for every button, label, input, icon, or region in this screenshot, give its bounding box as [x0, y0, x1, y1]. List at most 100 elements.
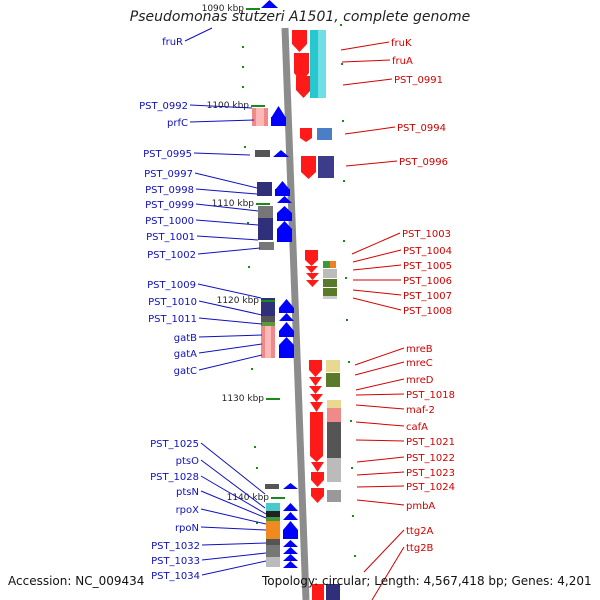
- gene-label-PST_1033[interactable]: PST_1033: [151, 552, 267, 567]
- arrow-top-blue: [261, 0, 278, 8]
- gene-label-PST_1002[interactable]: PST_1002: [147, 247, 261, 261]
- gene-label-PST_1001[interactable]: PST_1001: [146, 232, 259, 243]
- feature-PST_0997: [257, 182, 272, 196]
- genome-backbone: [281, 27, 310, 600]
- gene-name: PST_1033: [151, 556, 200, 567]
- gene-name: PST_1007: [403, 291, 452, 302]
- gene-name: gatC: [174, 366, 197, 377]
- gene-name: PST_0994: [397, 123, 446, 134]
- gene-label-PST_1024[interactable]: PST_1024: [356, 482, 455, 493]
- gene-label-PST_1004[interactable]: PST_1004: [352, 246, 452, 263]
- feature-PST_1003: [305, 250, 318, 260]
- gene-label-mreB[interactable]: mreB: [354, 344, 433, 366]
- gene-label-PST_1018[interactable]: PST_1018: [355, 390, 455, 401]
- gene-name: PST_1018: [406, 390, 455, 401]
- right-gene-labels: fruK fruA PST_0991PST_0994PST_0996PST_1003…: [340, 38, 455, 600]
- gene-name: PST_1032: [151, 541, 200, 552]
- gene-name: PST_1005: [403, 261, 452, 272]
- gene-label-ptsN[interactable]: ptsN: [176, 487, 267, 519]
- gene-name: PST_1006: [403, 276, 452, 287]
- gene-label-PST_1006[interactable]: PST_1006: [353, 276, 452, 287]
- gene-name: mreD: [406, 375, 434, 386]
- gene-label-gatC[interactable]: gatC: [174, 354, 263, 377]
- gene-label-PST_0991[interactable]: PST_0991: [342, 75, 443, 86]
- gene-name: PST_1022: [406, 453, 455, 464]
- gene-name: PST_1021: [406, 437, 455, 448]
- gene-name: PST_1000: [145, 216, 194, 227]
- gene-label-ptsO[interactable]: ptsO: [176, 456, 266, 509]
- gene-label-PST_1023[interactable]: PST_1023: [356, 468, 455, 479]
- gene-label-PST_0997[interactable]: PST_0997: [144, 169, 258, 189]
- gene-label-cafA[interactable]: cafA: [355, 421, 428, 433]
- gene-label-PST_1025[interactable]: PST_1025: [150, 439, 266, 495]
- gene-label-rpoN[interactable]: rpoN: [175, 523, 267, 534]
- gene-label-fruK[interactable]: fruK: [340, 38, 412, 51]
- gene-label-PST_0994[interactable]: PST_0994: [344, 123, 446, 135]
- gene-label-fruA[interactable]: fruA: [341, 56, 413, 67]
- gene-label-rpoX[interactable]: rpoX: [176, 505, 267, 525]
- feature-ttg2A: [312, 584, 324, 600]
- gene-label-ttg2B[interactable]: ttg2B: [371, 543, 434, 600]
- gene-label-prfC[interactable]: prfC: [167, 118, 255, 129]
- feature-rpoN: [266, 521, 280, 539]
- genome-title: Pseudomonas stutzeri A1501, complete gen…: [129, 9, 471, 25]
- gene-label-PST_1022[interactable]: PST_1022: [356, 453, 455, 464]
- arrow-fruK: [292, 44, 307, 52]
- gene-name: PST_0991: [394, 75, 443, 86]
- gene-label-maf-2[interactable]: maf-2: [355, 404, 435, 416]
- gene-name: PST_1011: [148, 314, 197, 325]
- tick-label: 1140 kbp: [227, 493, 270, 503]
- arrow-PST_0995: [273, 150, 289, 157]
- gene-label-ttg2A[interactable]: ttg2A: [363, 526, 434, 573]
- gene-label-PST_1009[interactable]: PST_1009: [147, 280, 262, 299]
- gene-label-gatA[interactable]: gatA: [174, 343, 263, 360]
- gene-label-PST_0995[interactable]: PST_0995: [143, 149, 251, 160]
- gene-label-PST_1011[interactable]: PST_1011: [148, 314, 263, 325]
- scale-tick: 1090 kbp: [202, 4, 260, 14]
- gene-label-mreD[interactable]: mreD: [355, 375, 434, 391]
- gene-name: rpoX: [176, 505, 200, 516]
- gene-label-PST_1010[interactable]: PST_1010: [148, 297, 263, 316]
- gene-label-PST_1000[interactable]: PST_1000: [145, 216, 259, 227]
- feature-PST_1000: [258, 218, 273, 240]
- gene-name: PST_0998: [145, 185, 194, 196]
- gene-label-PST_1008[interactable]: PST_1008: [352, 297, 452, 317]
- gene-label-mreC[interactable]: mreC: [354, 358, 433, 376]
- gene-name: maf-2: [406, 405, 435, 416]
- gene-label-PST_1028[interactable]: PST_1028: [150, 472, 267, 515]
- gene-name: fruK: [391, 38, 412, 49]
- gene-name: fruA: [392, 56, 413, 67]
- feature-layer: [242, 0, 356, 600]
- gene-label-PST_0992[interactable]: PST_0992: [139, 101, 253, 112]
- gene-label-PST_1005[interactable]: PST_1005: [352, 261, 452, 272]
- gene-label-gatB[interactable]: gatB: [174, 333, 263, 344]
- gene-label-fruR[interactable]: fruR: [162, 27, 213, 48]
- gene-name: gatB: [174, 333, 197, 344]
- gene-name: PST_1028: [150, 472, 199, 483]
- gene-label-PST_1034[interactable]: PST_1034: [151, 560, 267, 582]
- arrow-prfC-1: [271, 106, 286, 118]
- tick-label: 1120 kbp: [217, 296, 260, 306]
- gene-name: PST_0995: [143, 149, 192, 160]
- gene-name: ttg2A: [406, 526, 434, 537]
- gene-name: rpoN: [175, 523, 199, 534]
- gene-label-PST_1032[interactable]: PST_1032: [151, 541, 267, 552]
- gene-label-PST_0996[interactable]: PST_0996: [345, 157, 448, 168]
- gene-name: PST_1004: [403, 246, 452, 257]
- topology-text: Topology: circular; Length: 4,567,418 bp…: [262, 574, 592, 588]
- gene-label-PST_1021[interactable]: PST_1021: [355, 437, 455, 448]
- gene-name: PST_1023: [406, 468, 455, 479]
- gene-name: prfC: [167, 118, 188, 129]
- feature-PST_0996: [301, 156, 316, 172]
- gene-label-pmbA[interactable]: pmbA: [356, 499, 435, 512]
- gene-label-PST_0998[interactable]: PST_0998: [145, 185, 258, 196]
- gene-label-PST_0999[interactable]: PST_0999: [145, 200, 259, 212]
- gene-name: PST_0992: [139, 101, 188, 112]
- gene-name: PST_1010: [148, 297, 197, 308]
- scale-tick: 1100 kbp: [207, 101, 265, 111]
- gene-name: PST_0999: [145, 200, 194, 211]
- gene-label-PST_1007[interactable]: PST_1007: [352, 289, 452, 302]
- gene-label-PST_1003[interactable]: PST_1003: [351, 229, 451, 255]
